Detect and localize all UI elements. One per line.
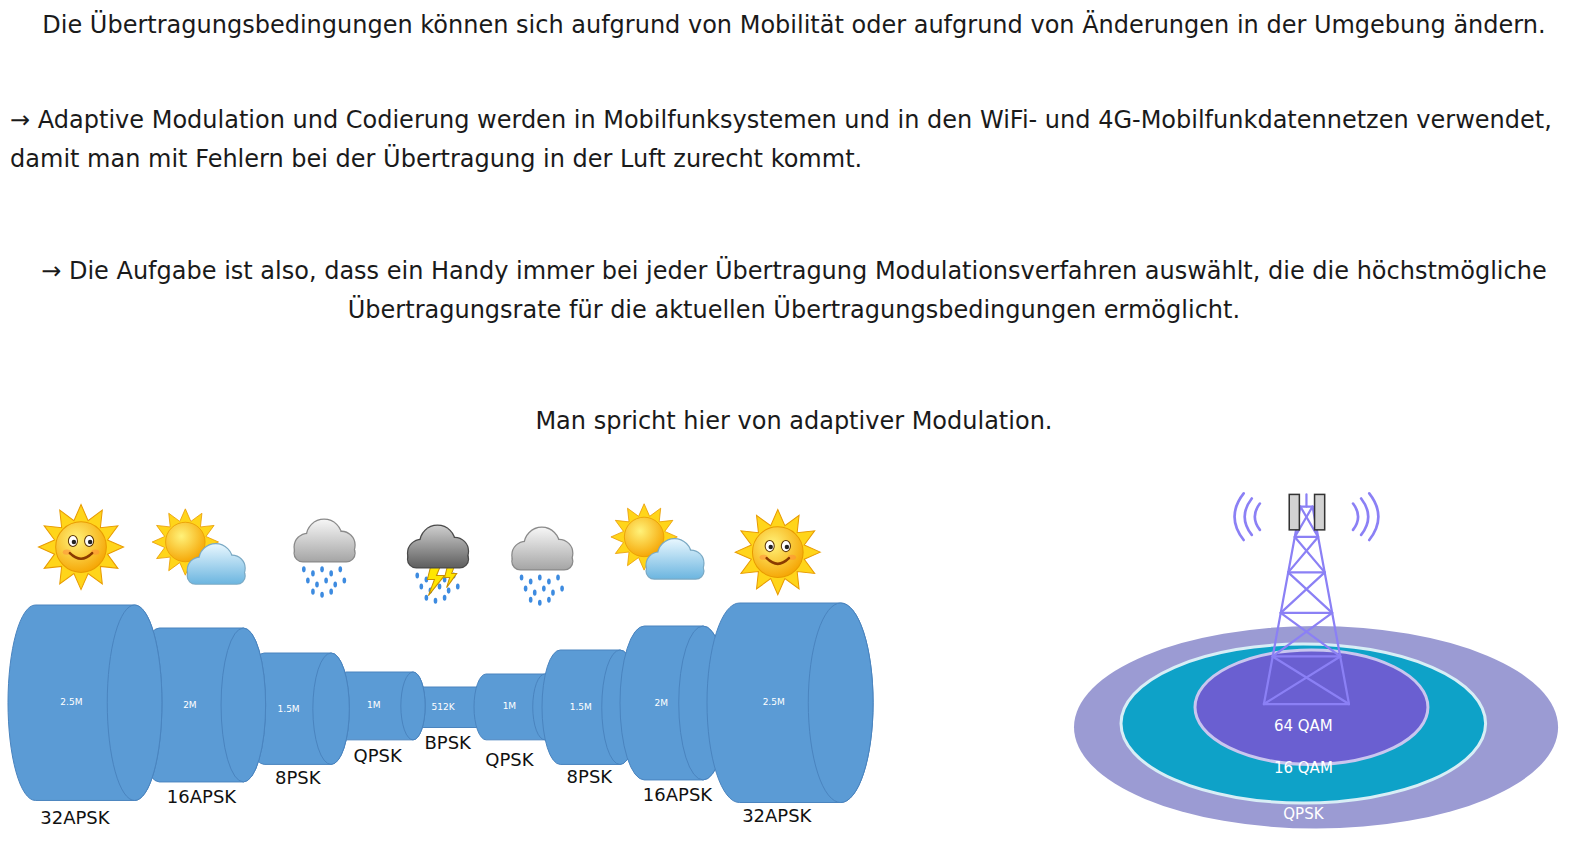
- paragraph-text: → Adaptive Modulation und Codierung werd…: [10, 101, 1578, 179]
- rain-icon: [512, 528, 572, 606]
- coverage-ring: 64 QAM: [1195, 650, 1428, 764]
- cylinder-shape: [707, 603, 873, 803]
- modulation-label: 8PSK: [275, 767, 321, 788]
- cylinder-face: [313, 653, 349, 764]
- rate-label: 1.5M: [570, 702, 592, 712]
- ring-fill: [1121, 644, 1486, 803]
- rate-label: 2M: [183, 700, 197, 710]
- modulation-label: QPSK: [1283, 807, 1323, 824]
- cylinder-face: [401, 672, 425, 740]
- modulation-label: 64 QAM: [1274, 719, 1333, 736]
- rate-cylinder: 2.5M32APSK: [8, 605, 162, 801]
- paragraph-text: Man spricht hier von adaptiver Modulatio…: [10, 402, 1578, 441]
- signal-waves: [1235, 493, 1379, 540]
- modulation-label: 16 QAM: [1274, 760, 1333, 777]
- antenna-panel: [1315, 494, 1325, 529]
- sun-icon: [38, 505, 123, 590]
- modulation-label: 16APSK: [643, 785, 712, 806]
- coverage-ring: 16 QAM 64 QAM: [1121, 644, 1486, 803]
- antenna-panel: [1289, 494, 1299, 529]
- rate-label: 2.5M: [60, 697, 82, 707]
- rate-label: 1M: [367, 700, 381, 710]
- rate-label: 2M: [655, 698, 669, 708]
- modulation-label: QPSK: [485, 749, 533, 770]
- cylinder-face: [221, 628, 266, 782]
- sun-icon: [735, 510, 820, 595]
- rate-label: 512K: [432, 702, 455, 712]
- paragraph-text: Die Übertragungsbedingungen können sich …: [10, 6, 1578, 45]
- paragraph-text: → Die Aufgabe ist also, dass ein Handy i…: [10, 252, 1578, 330]
- cylinder-shape: [8, 605, 162, 801]
- modulation-label: BPSK: [424, 733, 470, 754]
- cylinder-body: [8, 605, 162, 800]
- ring-fill: [1074, 626, 1558, 829]
- modulation-label: QPSK: [354, 745, 402, 766]
- modulation-label: 32APSK: [40, 808, 109, 829]
- tower-lattice: [1264, 494, 1349, 704]
- sun-cloud-icon: [611, 504, 703, 579]
- modulation-label: 16APSK: [167, 787, 236, 808]
- rate-label: 1.5M: [278, 704, 300, 714]
- rate-label: 2.5M: [763, 697, 785, 707]
- modulation-label: 8PSK: [567, 766, 613, 787]
- ellipse-shape: [1195, 650, 1428, 764]
- cylinder-body: [707, 603, 873, 803]
- modulation-label: 32APSK: [742, 806, 811, 827]
- storm-icon: [408, 526, 468, 604]
- rain-icon: [295, 520, 355, 598]
- cylinder-face: [107, 605, 162, 800]
- sun-cloud-icon: [152, 509, 244, 584]
- rate-cylinder: 2.5M32APSK: [707, 603, 873, 803]
- rate-label: 1M: [503, 701, 517, 711]
- coverage-ring: QPSK 16 QAM 64 QAM: [1074, 626, 1558, 829]
- ring-fill: [1195, 650, 1428, 764]
- cylinder-face: [808, 603, 873, 803]
